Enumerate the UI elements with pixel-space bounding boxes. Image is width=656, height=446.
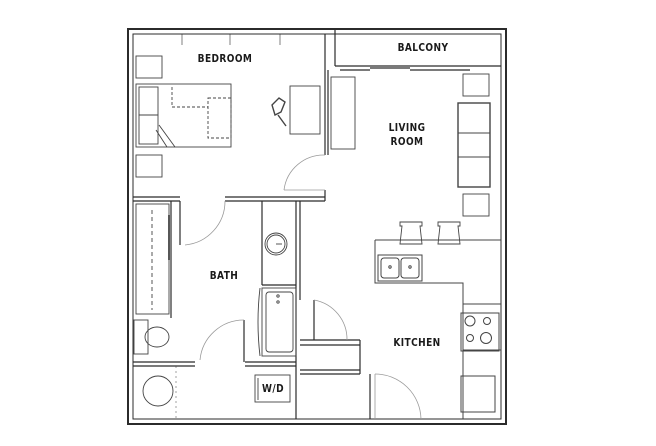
room-label-kitchen: KITCHEN [393, 336, 441, 349]
room-label-living-room: LIVING ROOM [388, 121, 426, 148]
exterior-walls [127, 28, 507, 425]
bath-fixtures [133, 203, 297, 419]
living-room-furniture [330, 73, 491, 245]
door-swings [184, 154, 422, 420]
room-label-washer-dryer: W/D [262, 382, 284, 395]
bedroom-walls [133, 34, 329, 202]
closet-walls [300, 300, 371, 419]
room-label-bedroom: BEDROOM [197, 52, 253, 65]
balcony-area [334, 30, 501, 71]
bedroom-furniture [135, 55, 321, 178]
room-label-bath: BATH [209, 269, 239, 282]
kitchen-counters [374, 239, 501, 419]
room-label-balcony: BALCONY [397, 41, 449, 54]
